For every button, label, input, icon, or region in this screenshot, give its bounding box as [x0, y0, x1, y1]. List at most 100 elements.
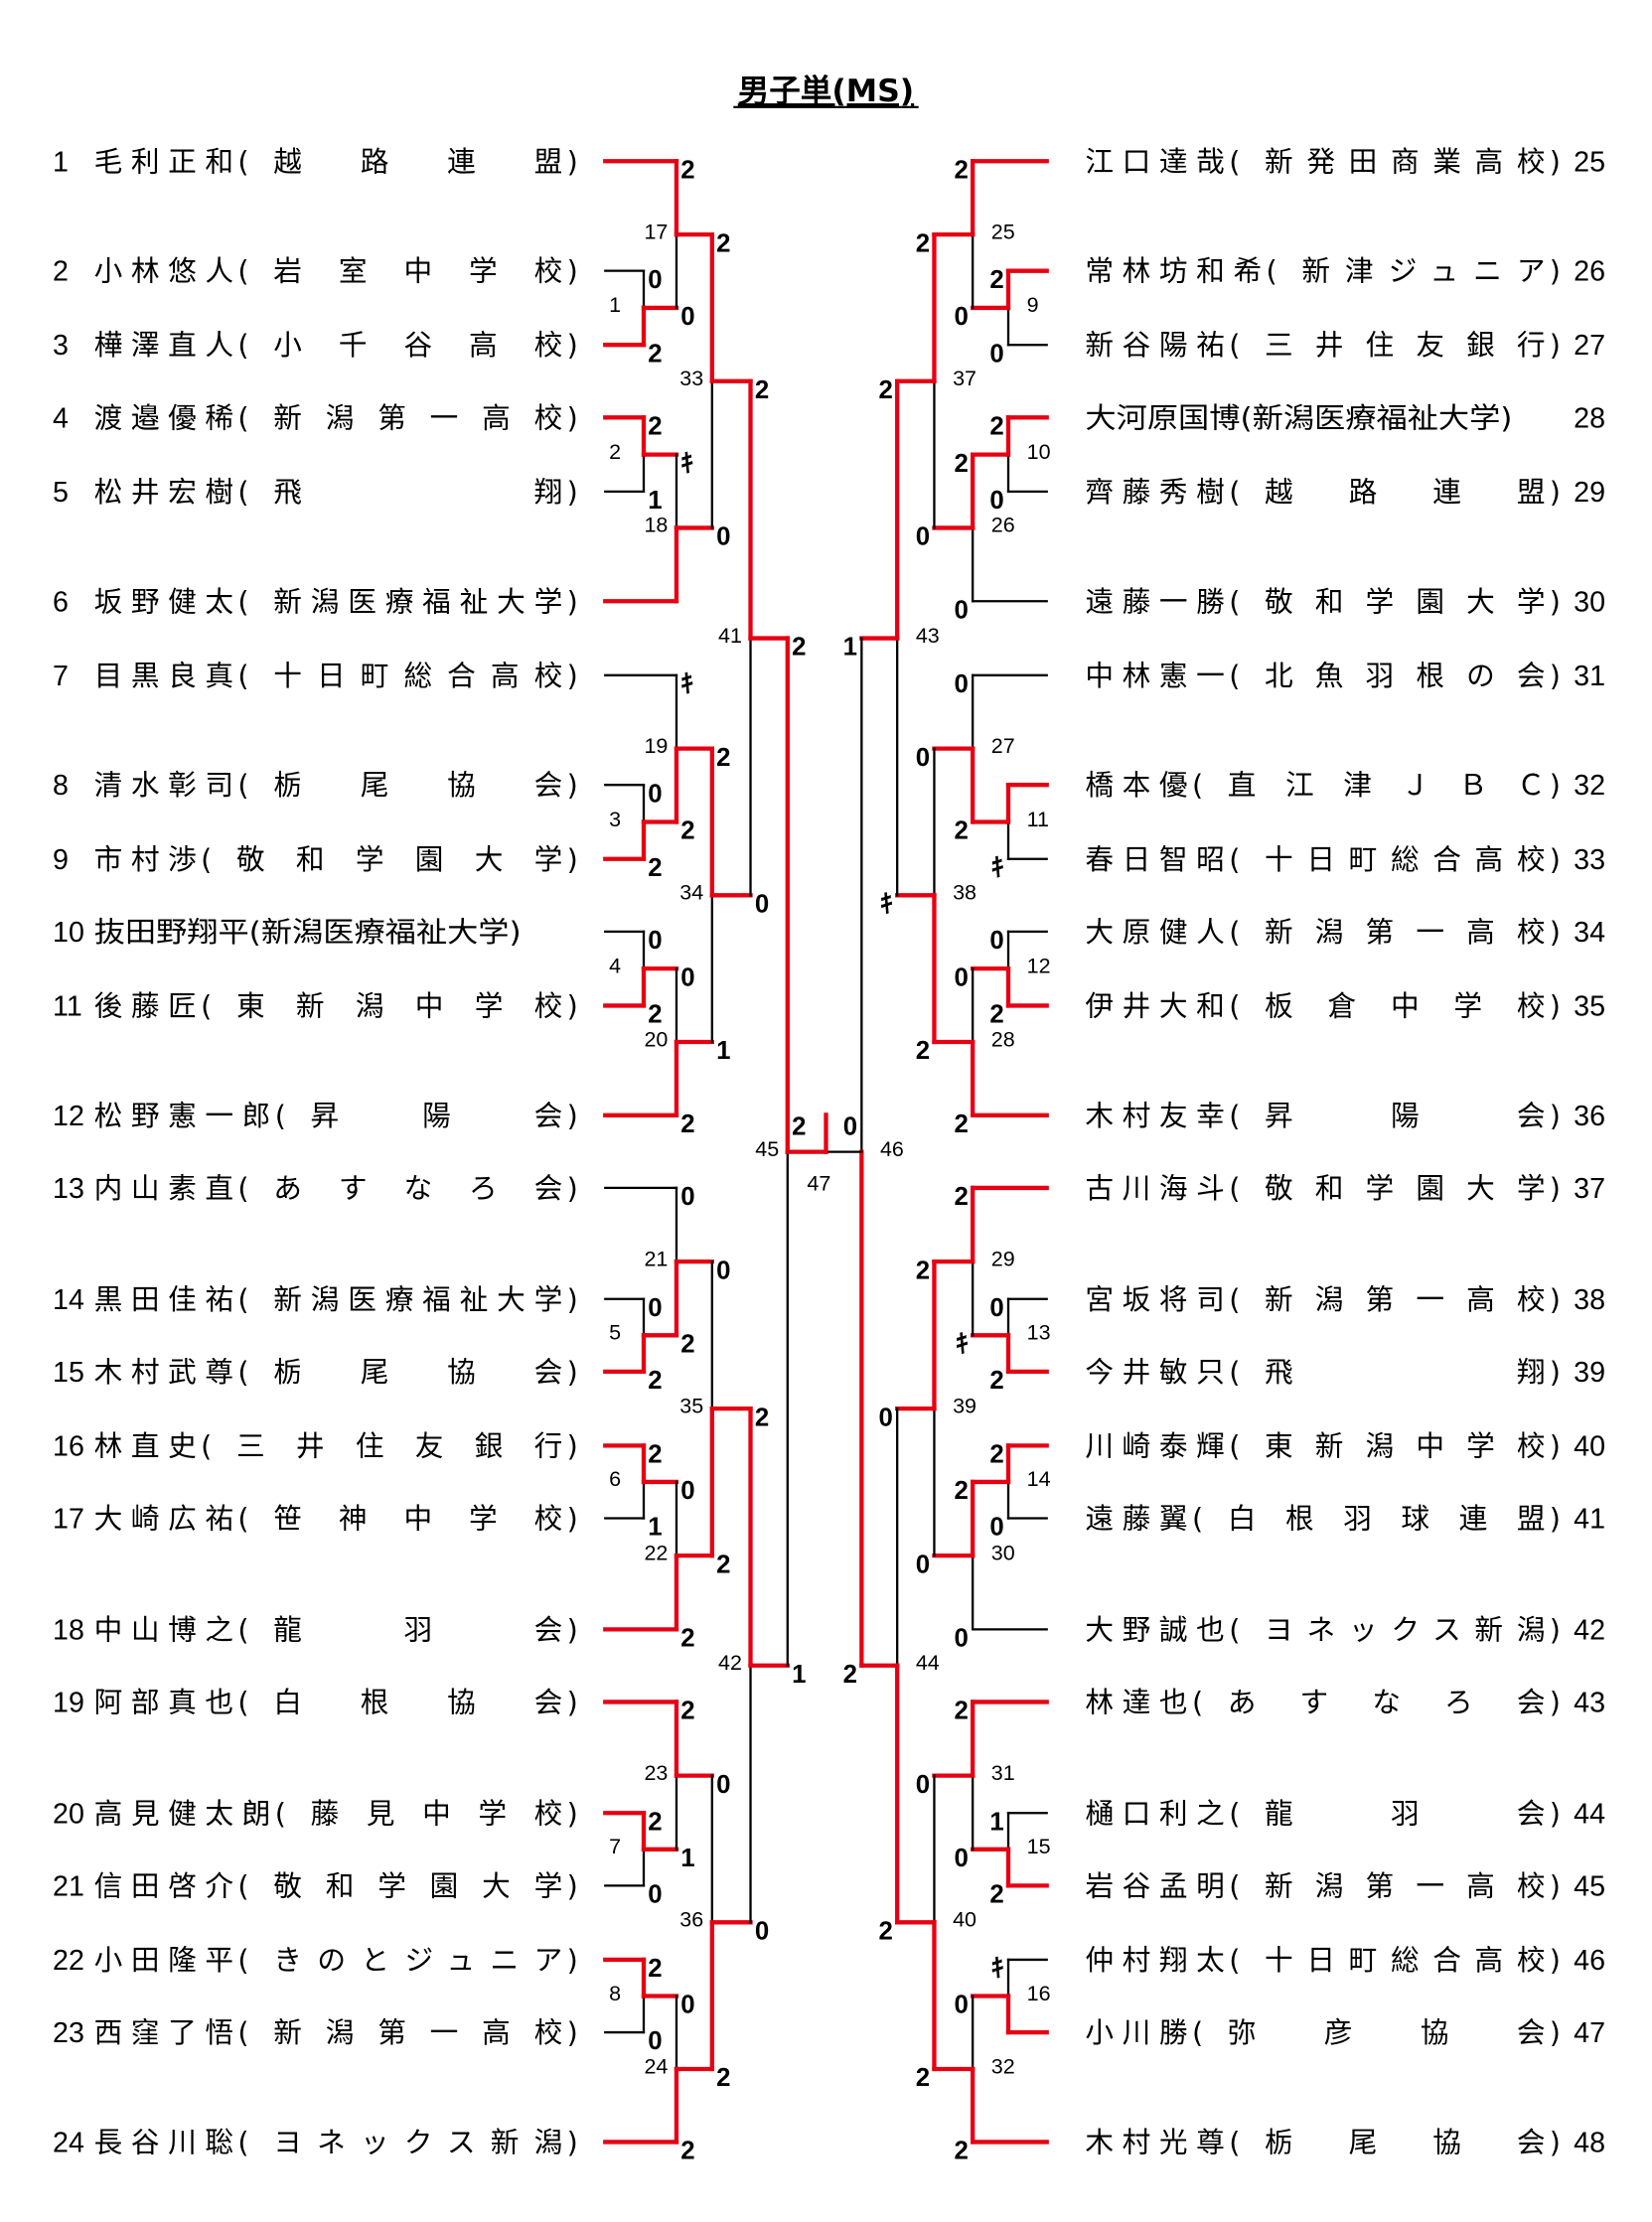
paren-close: )	[567, 144, 578, 178]
player-number: 16	[53, 1430, 84, 1462]
paren-close: )	[567, 2015, 578, 2049]
player-affiliation: 飛翔	[273, 475, 562, 509]
player-number: 37	[1574, 1173, 1605, 1205]
paren-close: )	[567, 1868, 578, 1902]
player-name: 信田啓介	[94, 1868, 242, 1902]
player-number: 40	[1574, 1430, 1605, 1462]
player-affiliation: 白根協会	[273, 1685, 562, 1718]
game-score: 2	[648, 1001, 662, 1029]
paren-close: )	[567, 1612, 578, 1646]
paren-close: )	[567, 1355, 578, 1389]
player-number: 3	[53, 330, 69, 362]
paren-open: (	[1229, 659, 1240, 692]
paren-close: )	[1550, 144, 1561, 178]
match-number: 36	[679, 1908, 703, 1932]
paren-open: (	[1229, 1282, 1240, 1316]
game-score: 2	[792, 634, 806, 662]
player-number: 30	[1574, 586, 1605, 618]
player-affiliation: 栃尾協会	[273, 768, 562, 802]
paren-close: )	[1550, 1685, 1561, 1718]
player-affiliation: 敬和学園大学	[1265, 1171, 1545, 1205]
player-name: 樺澤直人	[94, 328, 242, 362]
player-name: 樋口利之	[1085, 1796, 1233, 1830]
paren-open: (	[1229, 475, 1240, 509]
player-number: 34	[1574, 917, 1605, 949]
match-number: 8	[609, 1982, 621, 2005]
game-score: 0	[989, 1294, 1003, 1322]
player-affiliation: 笹神中学校	[273, 1502, 562, 1536]
player-name: 阿部真也	[94, 1685, 242, 1718]
game-score: 0	[680, 1183, 694, 1211]
player-number: 41	[1574, 1504, 1605, 1536]
paren-open: (	[1192, 768, 1203, 802]
game-score: 0	[648, 927, 662, 955]
player-name: 伊井大和	[1085, 988, 1233, 1022]
game-score: 0	[680, 1992, 694, 2019]
paren-close: )	[1550, 1428, 1561, 1462]
player-name: 渡邉優稀	[94, 400, 242, 434]
game-score: 2	[648, 1808, 662, 1836]
match-number: 43	[916, 624, 940, 648]
player-name: 毛利正和	[94, 144, 242, 178]
player-number: 14	[53, 1284, 84, 1316]
match-number: 47	[807, 1171, 830, 1195]
paren-open: (	[1229, 1796, 1240, 1830]
game-score: 0	[648, 780, 662, 808]
player-affiliation: 越路連盟	[273, 144, 562, 178]
paren-open: (	[275, 1796, 286, 1830]
player-name: 木村光尊	[1085, 2125, 1233, 2158]
player-name: 清水彰司	[94, 768, 242, 802]
player-number: 26	[1574, 256, 1605, 288]
player-number: 21	[53, 1870, 84, 1902]
player-affiliation: 十日町総合高校	[1265, 1943, 1545, 1977]
paren-close: )	[1550, 1943, 1561, 1977]
match-number: 30	[991, 1541, 1015, 1564]
player-affiliation: 新発田商業高校	[1265, 144, 1545, 178]
player-affiliation: 新潟第一高校	[1265, 915, 1545, 949]
paren-open: (	[237, 1943, 248, 1977]
player-number: 8	[53, 770, 69, 802]
paren-open: (	[237, 1612, 248, 1646]
paren-close: )	[1550, 2125, 1561, 2158]
player-affiliation: 三井住友銀行	[236, 1428, 562, 1462]
paren-close: )	[567, 988, 578, 1022]
game-score: 0	[989, 340, 1003, 368]
match-number: 6	[609, 1467, 621, 1491]
match-number: 37	[953, 367, 976, 390]
player-affiliation: 敬和学園大学	[273, 1868, 562, 1902]
paren-close: )	[1550, 1502, 1561, 1536]
paren-close: )	[1550, 2015, 1561, 2049]
player-affiliation: 新潟第一高校	[273, 2015, 562, 2049]
paren-close: )	[567, 400, 578, 434]
game-score: 0	[716, 523, 730, 551]
player-name: 大野誠也	[1085, 1612, 1233, 1646]
game-score: 0	[955, 963, 969, 991]
withdrawal-mark: ｷ	[991, 1955, 1004, 1983]
player-number: 44	[1574, 1798, 1605, 1830]
player-number: 29	[1574, 477, 1605, 509]
game-score: 2	[792, 1112, 806, 1140]
match-number: 14	[1027, 1467, 1051, 1491]
game-score: 0	[916, 1551, 930, 1578]
game-score: 0	[716, 1257, 730, 1284]
game-score: 2	[680, 1698, 694, 1725]
game-score: 0	[755, 1918, 769, 1946]
match-number: 22	[644, 1541, 668, 1564]
player-name: 小田隆平	[94, 1943, 242, 1977]
player-affiliation: 白根羽球連盟	[1228, 1502, 1546, 1536]
game-score: 2	[716, 1551, 730, 1578]
player-number: 20	[53, 1798, 84, 1830]
game-score: 0	[955, 670, 969, 698]
player-name: 齊藤秀樹	[1085, 475, 1233, 509]
game-score: 2	[680, 1625, 694, 1653]
match-number: 39	[953, 1394, 976, 1417]
